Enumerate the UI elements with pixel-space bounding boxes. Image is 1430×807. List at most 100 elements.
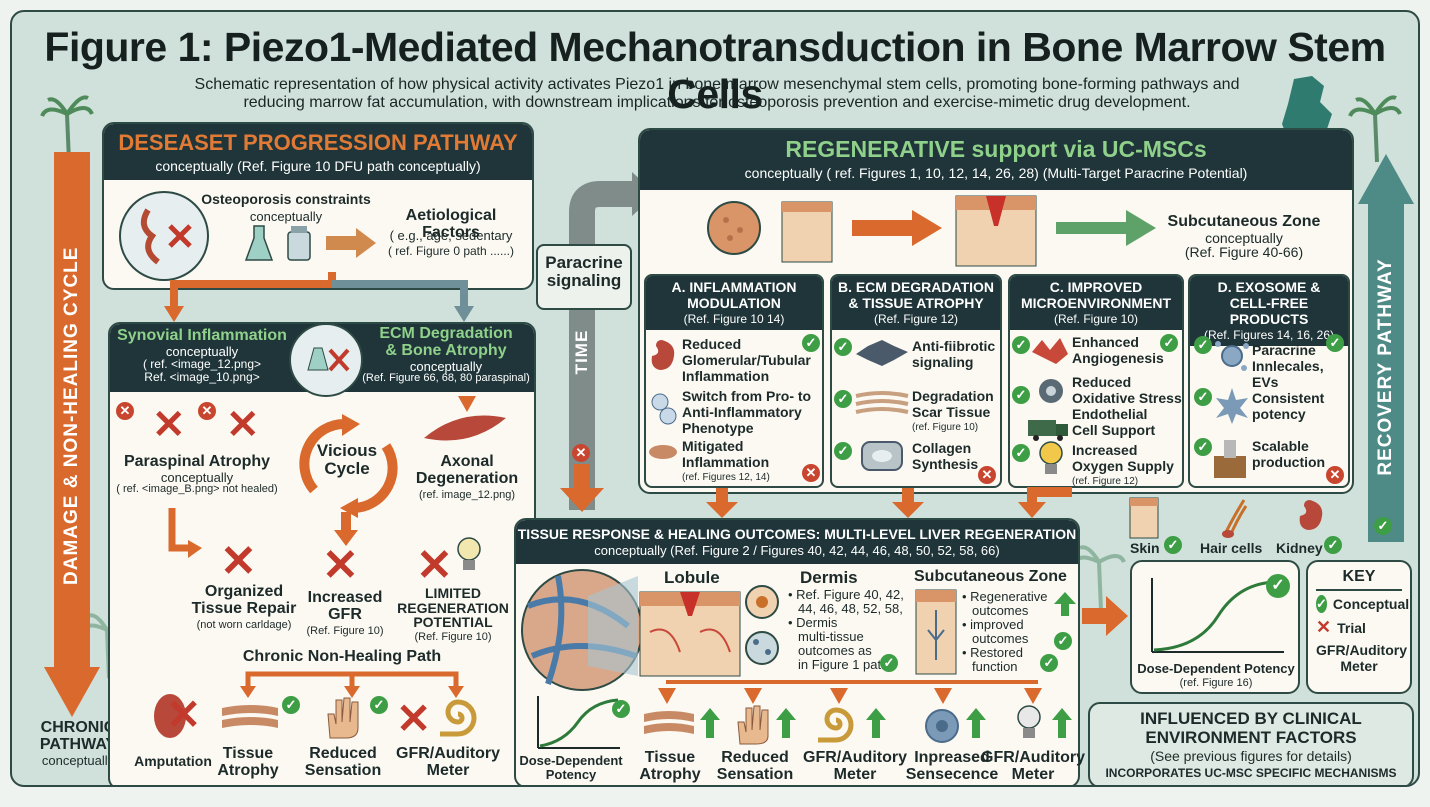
- x-mark-icon: ✕: [396, 695, 432, 742]
- magnifier-circle: [119, 191, 209, 281]
- dose-box: ✓ Dose-Dependent Potency (ref. Figure 16…: [1130, 560, 1300, 694]
- check-icon: ✓: [1054, 632, 1072, 650]
- skin-label: Skin: [1130, 540, 1160, 556]
- lobule-label: Lobule: [664, 568, 720, 587]
- check-icon: ✓: [282, 696, 300, 714]
- regen-title: REGENERATIVE support via UC-MSCs: [785, 136, 1207, 162]
- influence-l3: (See previous figures for details): [1150, 748, 1352, 764]
- cochlea-icon: [818, 707, 854, 743]
- arrow-down-orange: [334, 512, 358, 546]
- up-arrow-icon: [700, 708, 720, 738]
- arrow-right-orange: [852, 210, 942, 246]
- x-mark-icon: ✕: [416, 541, 453, 590]
- skin-layer: [781, 201, 833, 263]
- kidney-label: Kidney: [1276, 540, 1323, 556]
- synovial-block: Synovial Inflammation conceptually ( ref…: [117, 327, 287, 385]
- tissue-title: TISSUE RESPONSE & HEALING OUTCOMES: MULT…: [517, 526, 1077, 542]
- palm-tree-icon: [1348, 95, 1402, 163]
- check-icon: ✓: [1374, 517, 1392, 535]
- subq-bullets: • Regenerative outcomes • improved outco…: [962, 589, 1048, 674]
- constraint-sub: conceptually: [249, 209, 323, 224]
- check-icon: ✓: [370, 696, 388, 714]
- check-icon: ✓: [1194, 336, 1212, 354]
- up-arrow-icon: [1052, 708, 1072, 738]
- arrow-right-orange: [1082, 596, 1128, 636]
- check-icon: ✓: [1194, 388, 1212, 406]
- hair-cells-label: Hair cells: [1200, 540, 1263, 556]
- cochlea-icon: [440, 699, 477, 737]
- figure-subtitle: Schematic representation of how physical…: [194, 76, 1240, 111]
- cell-circle: [707, 201, 761, 255]
- check-icon: ✓: [834, 390, 852, 408]
- subq-image: [915, 589, 957, 675]
- production-icon: [1214, 440, 1246, 478]
- arrow-down: [458, 396, 476, 412]
- arrow-right: [326, 228, 376, 258]
- truck-icon: [1028, 420, 1068, 441]
- check-icon: ✓: [1266, 574, 1290, 598]
- x-icon: ✕: [1326, 466, 1344, 484]
- connector-arrows: [164, 272, 474, 322]
- disease-progression-panel: DESEASET PROGRESSION PATHWAY conceptuall…: [102, 122, 534, 290]
- tissue-response-panel: TISSUE RESPONSE & HEALING OUTCOMES: MULT…: [514, 518, 1080, 785]
- up-arrow-icon: [966, 708, 986, 738]
- factors-l1: ( e.g., age, sedentary: [389, 228, 513, 243]
- x-mark-icon: ✕: [152, 403, 186, 447]
- up-arrow-icon: [776, 708, 796, 738]
- amputation-label: Amputation: [134, 753, 212, 769]
- regen-ref: conceptually ( ref. Figures 1, 10, 12, 1…: [744, 165, 1248, 181]
- disease-title: DESEASET PROGRESSION PATHWAY: [118, 130, 518, 155]
- zoom-circles: [745, 585, 779, 665]
- arrow-right-green: [1056, 210, 1156, 246]
- collagen-icon: [861, 441, 903, 471]
- dose-mini-chart: [537, 696, 620, 749]
- dose-ref: (ref. Figure 16): [1179, 677, 1253, 689]
- influence-l2: ENVIRONMENT FACTORS: [1145, 728, 1357, 747]
- dose-curve-chart: [1151, 578, 1284, 653]
- check-icon: ✓: [1316, 595, 1327, 613]
- paraspinal-block: Paraspinal Atrophy conceptually ( ref. <…: [116, 453, 278, 496]
- scar-tissue-icon: [855, 391, 909, 414]
- x-icon: ✕: [978, 466, 996, 484]
- subq-block: Subcutaneous Zone conceptually (Ref. Fig…: [1167, 213, 1321, 261]
- subq-label: Subcutaneous Zone: [914, 568, 1067, 585]
- panel-b: B. ECM DEGRADATION& TISSUE ATROPHY (Ref.…: [830, 274, 1002, 488]
- check-icon: ✓: [802, 334, 820, 352]
- jar-icon: [287, 226, 311, 261]
- arrow-down-orange: [560, 464, 604, 512]
- magnifier-circle: [289, 323, 363, 397]
- x-mark-icon: ✕: [220, 537, 257, 586]
- dose-title: Dose-Dependent Potency: [1137, 661, 1295, 676]
- hand-icon: [737, 705, 769, 745]
- x-mark-icon: ✕: [322, 541, 359, 590]
- check-icon: ✓: [1012, 336, 1030, 354]
- recovery-pathway-label: RECOVERY PATHWAY: [1375, 258, 1396, 476]
- hand-icon: [327, 697, 359, 739]
- check-icon: ✓: [1164, 536, 1182, 554]
- influence-l1: INFLUENCED BY CLINICAL: [1140, 709, 1362, 728]
- vessel-icon: [1032, 338, 1068, 364]
- hair-cell-icon: [1222, 499, 1248, 538]
- tissue-icon: [644, 711, 694, 734]
- x-mark-icon: ✕: [226, 403, 260, 447]
- star-cell-icon: [1216, 388, 1248, 424]
- x-mark-icon: ✕: [1316, 617, 1332, 637]
- time-label: TIME: [572, 329, 591, 375]
